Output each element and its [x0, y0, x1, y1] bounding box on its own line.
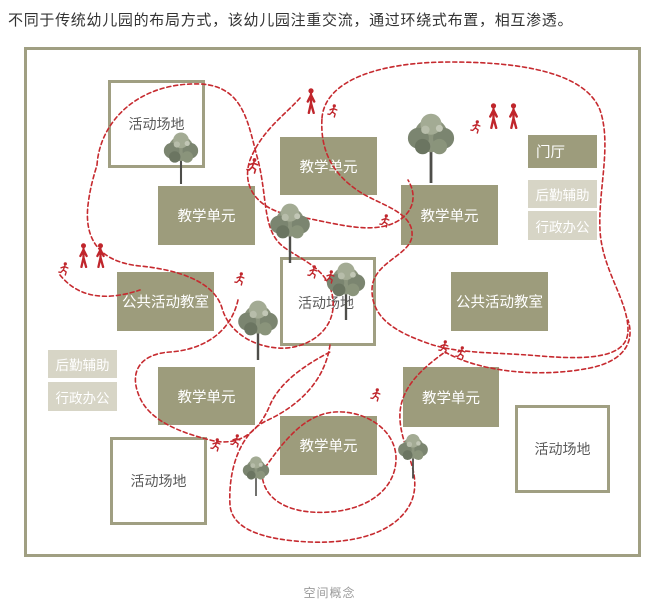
logistics-support: 后勤辅助 [48, 350, 117, 378]
entrance-hall: 门厅 [528, 135, 597, 168]
administration-office: 行政办公 [48, 382, 117, 411]
intro-text: 不同于传统幼儿园的布局方式，该幼儿园注重交流，通过环绕式布置，相互渗透。 [8, 12, 574, 29]
teaching-unit: 教学单元 [280, 137, 377, 195]
figure-caption: 空间概念 [303, 586, 356, 600]
teaching-unit: 教学单元 [401, 185, 498, 245]
logistics-support: 后勤辅助 [528, 180, 597, 208]
public-activity-classroom: 公共活动教室 [117, 272, 214, 331]
teaching-unit: 教学单元 [403, 367, 499, 427]
teaching-unit: 教学单元 [158, 367, 255, 425]
activity-area: 活动场地 [108, 80, 205, 168]
activity-area: 活动场地 [110, 437, 207, 525]
teaching-unit: 教学单元 [158, 186, 255, 245]
teaching-unit: 教学单元 [280, 416, 377, 475]
public-activity-classroom: 公共活动教室 [451, 272, 548, 331]
administration-office: 行政办公 [528, 211, 597, 240]
activity-area: 活动场地 [280, 257, 376, 346]
activity-area: 活动场地 [515, 405, 610, 493]
